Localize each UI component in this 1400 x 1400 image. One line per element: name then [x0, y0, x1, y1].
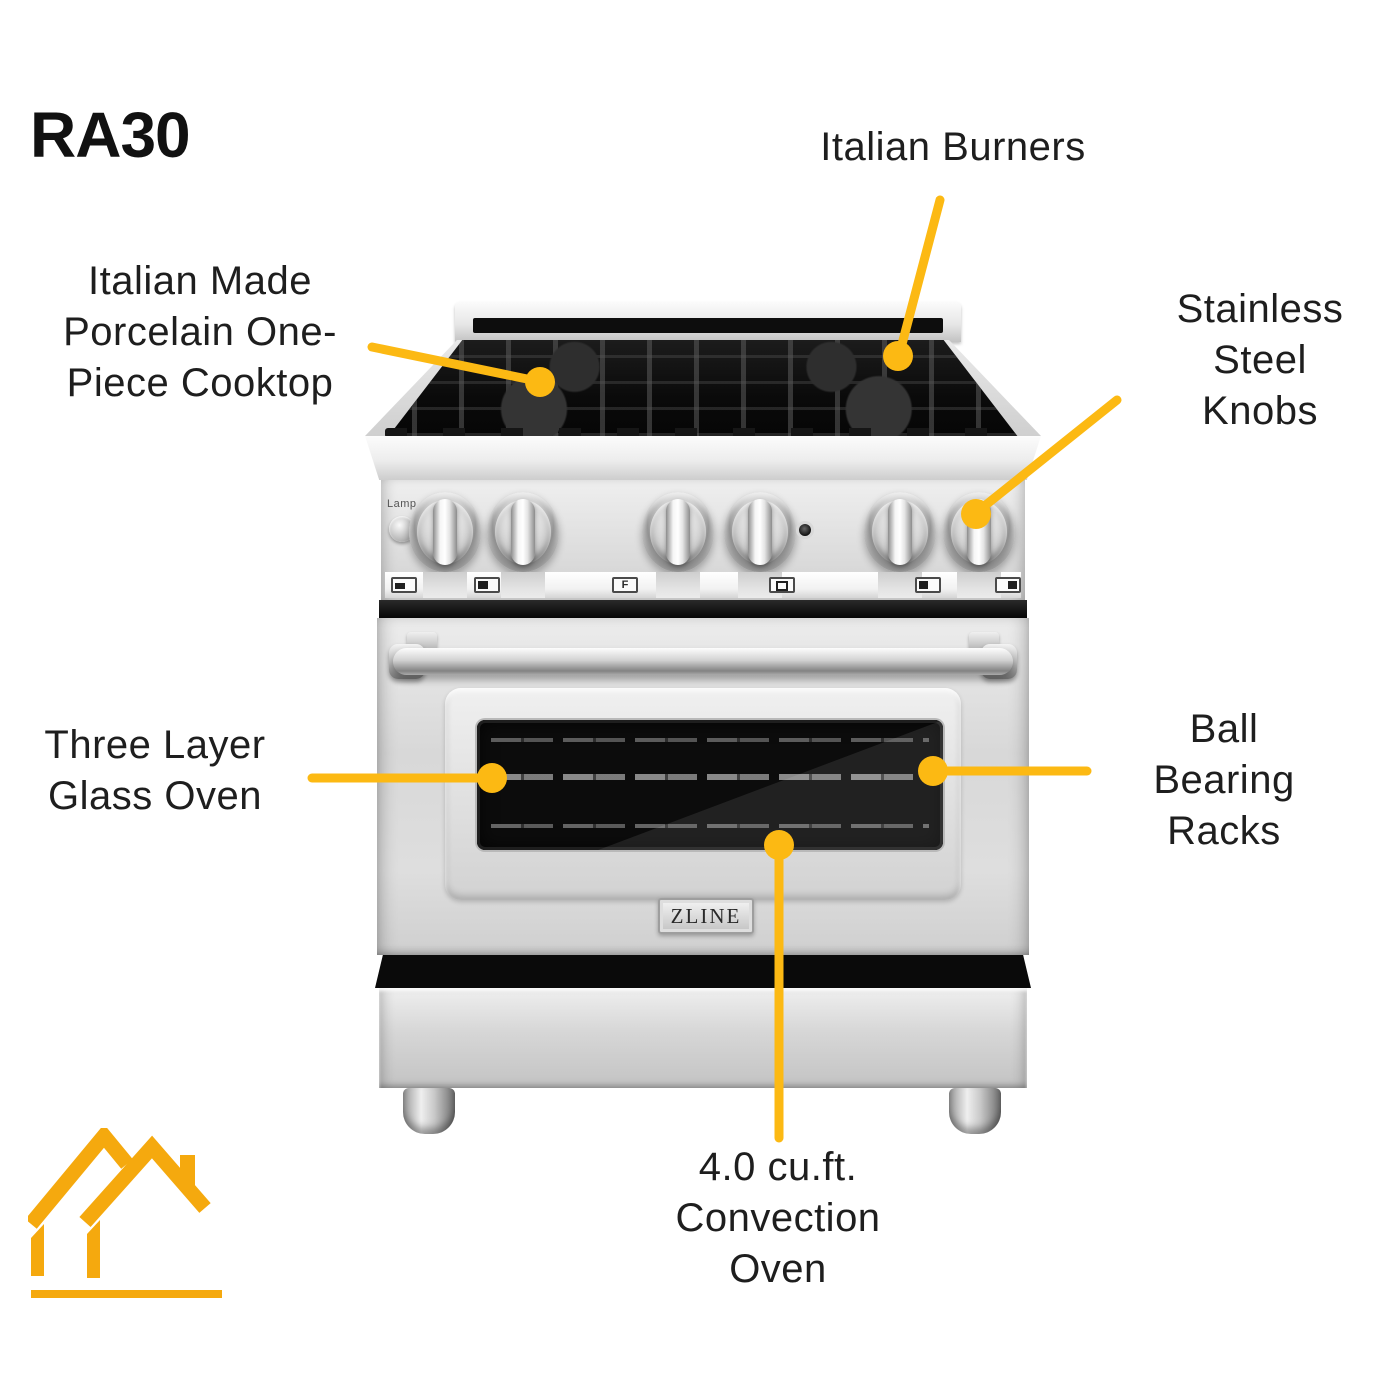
burner-knob-3 [864, 492, 936, 572]
oven-rack-lower [491, 824, 929, 828]
knob-shadow [957, 572, 1001, 598]
logo-large-roof [28, 1128, 133, 1229]
logo-chimney [180, 1155, 195, 1186]
callout-label-porcelain-cooktop: Italian Made Porcelain One- Piece Cookto… [63, 259, 337, 406]
callout-label-italian-burners: Italian Burners [820, 125, 1086, 169]
range-control-panel: Lamp F [381, 480, 1025, 600]
page-title: RA30 [30, 99, 191, 171]
oven-knob-2 [724, 492, 796, 572]
range-leg-left [403, 1088, 455, 1134]
oven-rack-middle [491, 774, 929, 780]
brand-badge: ZLINE [658, 898, 754, 934]
oven-rack-upper [491, 738, 929, 742]
callout-label-stainless-knobs: Stainless Steel Knobs [1176, 287, 1344, 434]
oven-function-glyph: F [621, 578, 629, 591]
logo-baseline [31, 1290, 222, 1298]
oven-window [477, 720, 943, 850]
knob-shadow [878, 572, 922, 598]
knob-shadow [501, 572, 545, 598]
knob-shadow [423, 572, 467, 598]
broiler-drawer [379, 988, 1027, 1088]
oven-box-icon [769, 577, 795, 593]
burner-front-left-icon [391, 577, 417, 593]
oven-door: ZLINE [377, 618, 1029, 955]
house-roofs-logo [28, 1128, 222, 1298]
panel-door-seam [379, 600, 1027, 618]
range-backguard-slot [473, 318, 943, 333]
oven-door-handle [393, 648, 1013, 675]
range-backguard [455, 302, 961, 342]
burner-front-right-icon [995, 577, 1021, 593]
logo-post-middle [87, 1220, 100, 1278]
range-burner-grates [388, 340, 1018, 436]
knob-shadow [656, 572, 700, 598]
indicator-strip: F [385, 572, 1021, 598]
door-drawer-gap [375, 955, 1031, 988]
range-cooktop [365, 340, 1041, 436]
range-image: Lamp F [365, 300, 1041, 1145]
logo-post-left [31, 1224, 44, 1276]
range-front-band [365, 436, 1041, 480]
burner-rear-left-icon [474, 577, 500, 593]
range-leg-right [949, 1088, 1001, 1134]
callout-label-convection-oven: 4.0 cu.ft. Convection Oven [675, 1145, 881, 1292]
igniter-light [799, 524, 811, 536]
callout-label-glass-oven: Three Layer Glass Oven [44, 723, 266, 819]
burner-knob-4 [943, 492, 1015, 572]
logo-small-roof [79, 1135, 211, 1227]
burner-rear-right-icon [915, 577, 941, 593]
oven-function-f-icon: F [612, 577, 638, 593]
brand-badge-text: ZLINE [670, 903, 742, 928]
lamp-label: Lamp [387, 498, 417, 510]
oven-knob-1 [642, 492, 714, 572]
burner-knob-1 [409, 492, 481, 572]
range-grate-lip [385, 428, 1021, 438]
callout-label-ball-bearing-racks: Ball Bearing Racks [1153, 707, 1295, 854]
burner-knob-2 [487, 492, 559, 572]
